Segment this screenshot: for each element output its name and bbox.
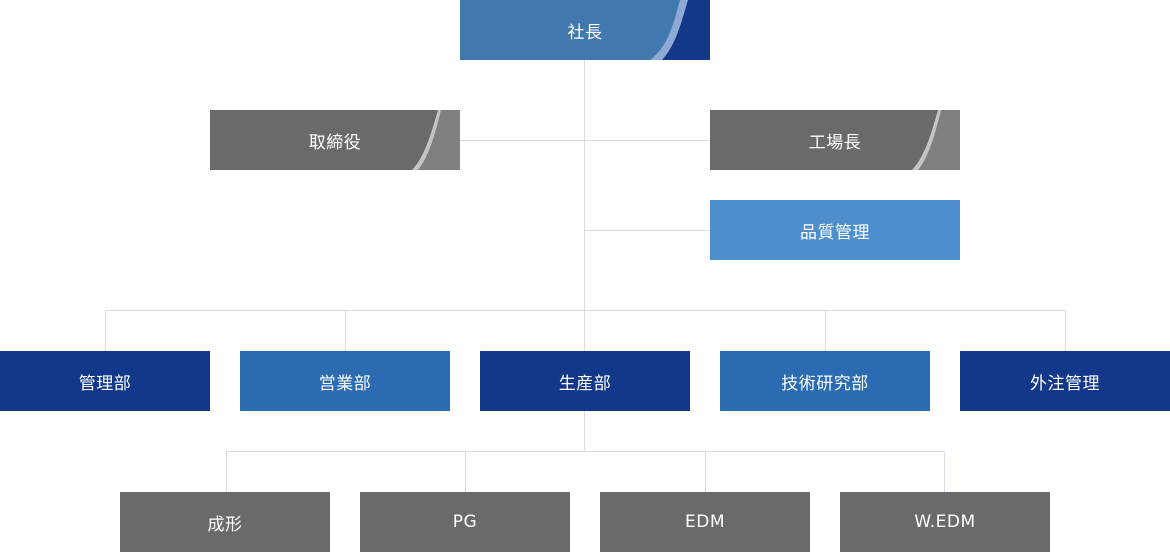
node-dept-research: 技術研究部 <box>720 351 930 411</box>
connector-departments-horizontal <box>105 310 1066 311</box>
node-dept-label: 外注管理 <box>1030 373 1100 394</box>
node-president: 社長 <box>460 0 710 60</box>
corner-swoosh-decoration <box>912 110 960 170</box>
connector-executives-horizontal <box>460 140 710 141</box>
node-factory-manager: 工場長 <box>710 110 960 170</box>
connector-dept-drop-4 <box>825 310 826 351</box>
node-unit-label: EDM <box>685 512 725 532</box>
connector-main-vertical <box>584 60 585 311</box>
node-quality-control: 品質管理 <box>710 200 960 260</box>
node-president-label: 社長 <box>567 22 603 43</box>
node-quality-control-label: 品質管理 <box>800 222 870 243</box>
node-dept-production: 生産部 <box>480 351 690 411</box>
connector-dept-drop-1 <box>105 310 106 351</box>
node-director: 取締役 <box>210 110 460 170</box>
corner-swoosh-decoration <box>650 0 710 60</box>
connector-unit-drop-4 <box>944 451 945 492</box>
node-director-label: 取締役 <box>308 132 362 153</box>
connector-production-vertical <box>584 411 585 452</box>
connector-dept-drop-3 <box>584 310 585 351</box>
node-unit-wedm: W.EDM <box>840 492 1050 552</box>
node-dept-sales: 営業部 <box>240 351 450 411</box>
connector-unit-drop-3 <box>705 451 706 492</box>
node-unit-edm: EDM <box>600 492 810 552</box>
node-dept-label: 営業部 <box>318 373 372 394</box>
node-dept-label: 管理部 <box>78 373 132 394</box>
connector-unit-drop-1 <box>226 451 227 492</box>
node-factory-manager-label: 工場長 <box>808 132 862 153</box>
node-unit-pg: PG <box>360 492 570 552</box>
corner-swoosh-decoration <box>412 110 460 170</box>
node-dept-management: 管理部 <box>0 351 210 411</box>
node-dept-outsourcing: 外注管理 <box>960 351 1170 411</box>
connector-quality-horizontal <box>584 230 710 231</box>
node-unit-label: PG <box>452 512 478 532</box>
node-dept-label: 生産部 <box>558 373 612 394</box>
node-dept-label: 技術研究部 <box>781 373 869 394</box>
connector-dept-drop-2 <box>345 310 346 351</box>
node-unit-molding: 成形 <box>120 492 330 552</box>
connector-units-horizontal <box>226 451 945 452</box>
node-unit-label: W.EDM <box>914 512 976 532</box>
connector-unit-drop-2 <box>465 451 466 492</box>
connector-dept-drop-5 <box>1065 310 1066 351</box>
node-unit-label: 成形 <box>207 514 243 535</box>
